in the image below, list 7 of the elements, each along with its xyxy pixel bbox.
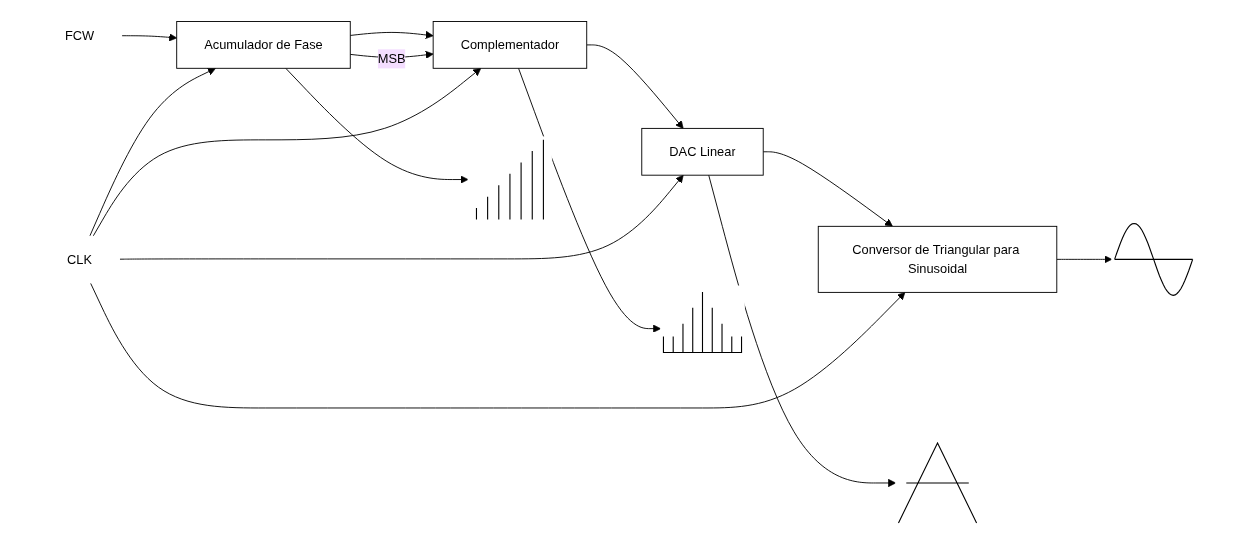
edge-label: MSB [377,51,406,66]
node-text: CLK [67,251,93,267]
node-box: Conversor de Triangular para Sinusoidal [817,225,1058,293]
node-box: Complementador [432,21,588,69]
node-box: DAC Linear [641,127,764,176]
node-text: FCW [64,27,95,43]
node-box: Acumulador de Fase [176,21,351,69]
